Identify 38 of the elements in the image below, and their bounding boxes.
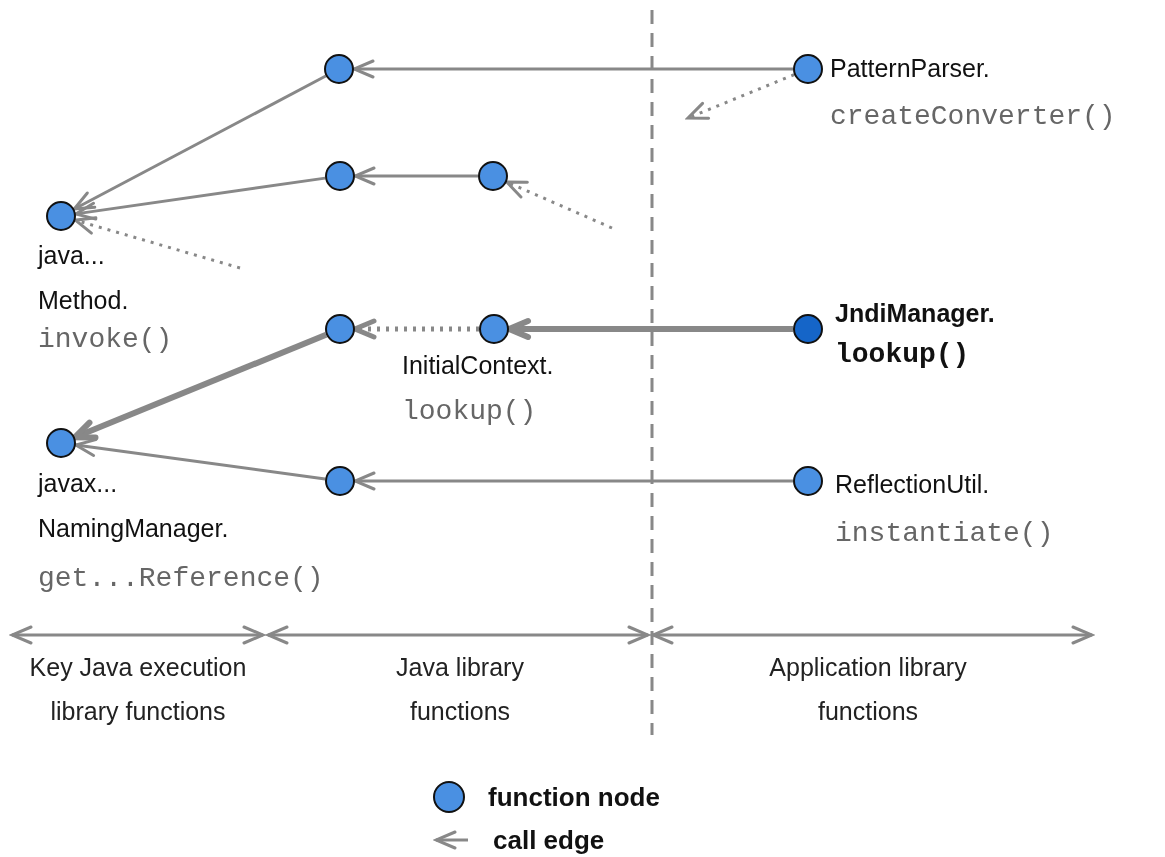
function-node: [325, 466, 355, 496]
method-name: lookup(): [835, 338, 970, 372]
legend-label: call edge: [493, 824, 605, 857]
function-node: [324, 54, 354, 84]
call-arrow: [353, 166, 478, 186]
function-node: [793, 466, 823, 496]
class-name: java... Method.: [38, 240, 130, 316]
call-arrow: [71, 331, 328, 441]
function-node: [793, 54, 823, 84]
method-name: lookup(): [402, 395, 537, 429]
call-arrow: [74, 176, 326, 221]
call-arrow: [686, 73, 795, 120]
function-node: [478, 161, 508, 191]
function-node: [479, 314, 509, 344]
class-name: javax... NamingManager.: [38, 468, 230, 544]
function-node: [46, 201, 76, 231]
call-arrow: [74, 438, 326, 481]
region-label: Java library functions: [395, 652, 525, 727]
class-name: ReflectionUtil.: [835, 469, 991, 500]
region-label: Key Java execution library functions: [28, 652, 248, 727]
function-node: [325, 314, 355, 344]
call-arrow: [72, 74, 327, 211]
legend-label: function node: [488, 781, 660, 814]
class-name: JndiManager.: [835, 298, 996, 329]
method-name: instantiate(): [835, 517, 1054, 551]
method-name: createConverter(): [830, 100, 1116, 134]
class-name: InitialContext.: [402, 350, 555, 381]
method-name: get...Reference(): [38, 562, 324, 596]
function-node: [325, 161, 355, 191]
function-node: [793, 314, 823, 344]
class-name: PatternParser.: [830, 53, 991, 84]
call-arrow: [353, 471, 793, 491]
function-node: [46, 428, 76, 458]
call-arrow: [352, 59, 793, 79]
call-arrow: [505, 180, 613, 230]
region-label: Application library functions: [768, 652, 968, 727]
method-name: invoke(): [38, 323, 173, 357]
call-arrow: [73, 216, 241, 270]
